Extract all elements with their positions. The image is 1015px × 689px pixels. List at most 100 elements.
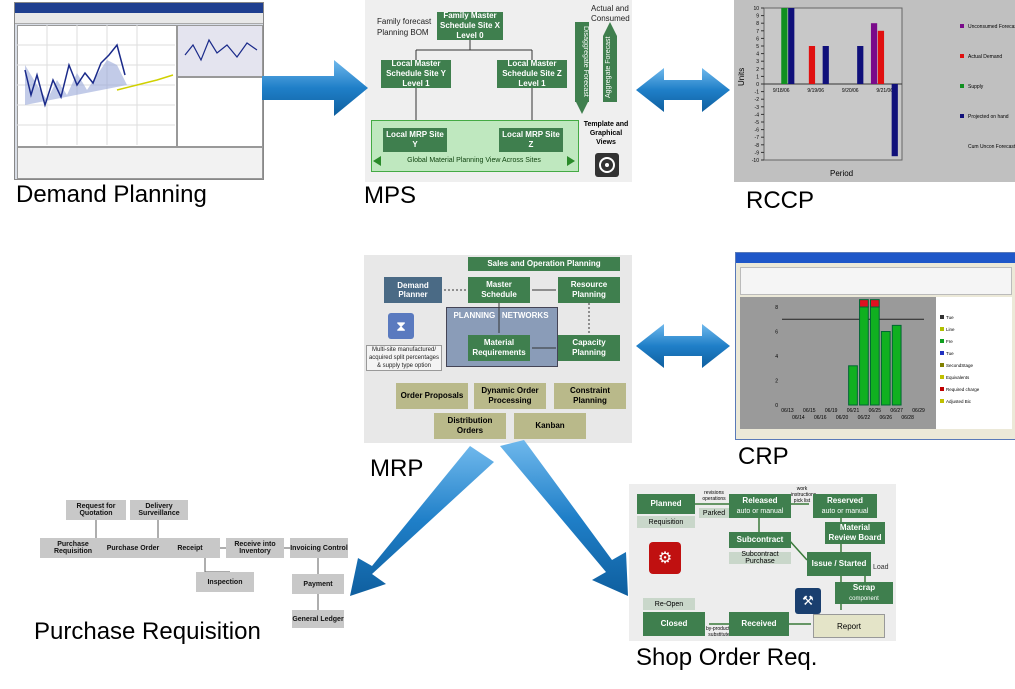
rccp-x-tick-label: 9/18/06 [773,88,790,94]
crp-x-tick-label: 06/22 [858,415,871,421]
shop-order-diagram: Planned Requisition revisions operations… [629,484,896,641]
purchase-requisition-box: Purchase Requisition [40,538,106,558]
rccp-ytick-label: 2 [756,67,759,73]
crp-x-tick-label: 06/19 [825,408,838,414]
invoicing-control-box: Invoicing Control [290,538,348,558]
crp-ytick-label: 8 [775,305,778,311]
demand-planner-box: Demand Planner [384,277,442,303]
caption-demand-planning: Demand Planning [16,181,207,208]
rccp-x-tick-label: 9/19/06 [807,88,824,94]
rccp-ytick-label: -10 [752,158,759,164]
planning-networks-label: PLANNING NETWORKS [453,311,549,320]
crp-x-tick-label: 06/15 [803,408,816,414]
crp-x-tick-label: 06/20 [836,415,849,421]
rccp-bar [877,30,885,84]
parked-box: Parked [699,508,729,518]
issue-started-box: Issue / Started [807,552,871,576]
kanban-box: Kanban [514,413,586,439]
reopen-box: Re-Open [643,598,695,610]
planned-box: Planned [637,494,695,514]
crp-legend-label: Fre [946,339,953,344]
rccp-x-tick-label: 9/20/06 [842,88,859,94]
demand-line-chart [17,25,175,145]
crp-x-tick-label: 06/28 [901,415,914,421]
rccp-bar [870,23,878,84]
closed-box: Closed [643,612,705,636]
caption-shop-order: Shop Order Req. [636,644,818,671]
rccp-ytick-label: -3 [755,105,760,111]
hourglass-icon: ⧗ [388,313,414,339]
rccp-bar [822,46,829,84]
rccp-ytick-label: 4 [756,52,759,58]
local-mrp-site-z: Local MRP Site Z [499,128,563,152]
sop-box: Sales and Operation Planning [468,257,620,271]
caption-rccp: RCCP [746,187,815,214]
crp-legend-swatch [940,315,944,319]
crp-x-tick-label: 06/25 [869,408,882,414]
capacity-planning-box: Capacity Planning [558,335,620,361]
worker-icon: ⚒ [795,588,821,614]
rccp-legend-label: Actual Demand [968,54,1002,60]
local-mrp-site-y: Local MRP Site Y [383,128,447,152]
arrow-mrp-to-purchase [350,446,494,596]
rccp-bar [808,46,816,84]
crp-ytick-label: 0 [775,403,778,409]
rccp-ytick-label: 1 [756,74,759,80]
rccp-x-tick-label: 9/21/06 [876,88,893,94]
family-master-schedule-box: Family Master Schedule Site X Level 0 [437,11,503,40]
crp-bar [859,299,869,308]
purchase-flow: Request for Quotation Delivery Surveilla… [30,498,350,628]
rccp-bar [891,84,898,157]
load-label: Load [873,564,889,571]
distribution-orders-box: Distribution Orders [434,413,506,439]
local-master-schedule-z: Local Master Schedule Site Z Level 1 [497,59,567,88]
rccp-legend-label: Cum Uncon Forecast [968,144,1015,150]
caption-mps: MPS [364,182,417,209]
target-icon [595,153,619,177]
inspection-box: Inspection [196,572,254,592]
rccp-xlabel: Period [830,169,853,178]
crp-bar-chart: TueLineFreTueSecondStageEquivalentsRequi… [740,297,1012,429]
crp-bar [848,365,858,406]
demand-planning-screenshot [14,2,264,180]
dynamic-order-box: Dynamic Order Processing [474,383,546,409]
rccp-bar [781,8,788,84]
crp-legend-label: Tue [946,315,954,320]
master-schedule-box: Master Schedule [468,277,530,303]
crp-legend-label: Adjusted Bic [946,399,972,404]
arrow-demand-to-mps [262,60,368,116]
crp-legend-swatch [940,327,944,331]
material-requirements-box: Material Requirements [468,335,530,361]
rccp-ytick-label: -8 [755,143,760,149]
rccp-ytick-label: -5 [755,120,760,126]
rccp-ytick-label: 10 [753,6,759,12]
caption-crp: CRP [738,443,789,470]
crp-legend-label: Tue [946,351,954,356]
byproducts-note: by-products substitute [705,626,733,638]
subcontract-purchase-box: Subcontract Purchase [729,551,791,565]
crp-x-tick-label: 06/13 [781,408,794,414]
revisions-note: revisions operations [702,490,726,502]
template-graphical-label: Template and Graphical Views [583,121,629,146]
mrp-diagram: Sales and Operation Planning Demand Plan… [364,255,632,443]
crp-x-tick-label: 06/26 [880,415,893,421]
general-ledger-box: General Ledger [292,610,344,628]
local-master-schedule-y: Local Master Schedule Site Y Level 1 [381,59,451,88]
delivery-surveillance-box: Delivery Surveillance [130,500,188,520]
crp-legend-label: Equivalents [946,375,970,380]
rccp-ytick-label: 5 [756,44,759,50]
received-box: Received [729,612,789,636]
caption-mrp: MRP [370,455,424,482]
rccp-ytick-label: -9 [755,150,760,156]
requisition-box: Requisition [637,516,695,528]
receive-inventory-box: Receive into Inventory [226,538,284,558]
crp-ytick-label: 2 [775,379,778,385]
constraint-planning-box: Constraint Planning [554,383,626,409]
crp-bar [880,331,891,406]
rfq-box: Request for Quotation [66,500,126,520]
crp-x-tick-label: 06/14 [792,415,805,421]
rccp-legend-label: Supply [968,84,984,90]
